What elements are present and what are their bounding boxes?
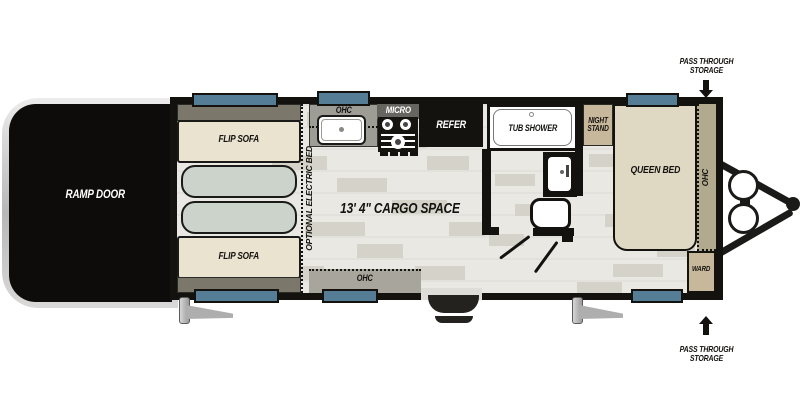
arrow-up-icon <box>703 323 709 335</box>
stabilizer-jack-foot <box>186 305 233 319</box>
kitchen-sink-basin <box>321 119 362 141</box>
propane-tank-icon <box>728 170 759 201</box>
refrigerator <box>419 97 483 147</box>
hitch-coupler-icon <box>786 197 800 211</box>
flip-sofa-top <box>177 120 301 163</box>
stove-icon <box>378 117 418 152</box>
faucet-icon <box>560 170 564 174</box>
flip-sofa-bottom-label: FLIP SOFA <box>218 250 260 262</box>
arrow-down-icon <box>703 80 709 91</box>
tub-shower-basin <box>493 109 572 146</box>
refer-label: REFER <box>436 119 466 132</box>
arrow-up-icon <box>699 316 713 324</box>
window <box>194 289 279 303</box>
bath-wall-left-foot <box>482 227 499 235</box>
window <box>626 93 679 107</box>
pass-through-storage-label-top: PASS THROUGH STORAGE <box>679 55 734 75</box>
propane-tank-icon <box>728 203 759 234</box>
ohc-bottom-label: OHC <box>357 273 373 284</box>
window <box>631 289 683 303</box>
electric-bed-divider <box>301 104 303 293</box>
arrow-down-icon <box>699 90 713 98</box>
bed-ohc-cabinet <box>697 104 716 251</box>
night-stand-label: NIGHT STAND <box>587 115 609 133</box>
faucet-icon <box>566 165 569 177</box>
flip-sofa-bottom <box>177 236 301 279</box>
tub-shower <box>487 104 578 151</box>
window <box>192 93 278 107</box>
faucet-icon <box>339 127 344 132</box>
drain-icon <box>529 112 534 117</box>
kitchen-ohc-label: OHC <box>335 105 352 116</box>
night-stand <box>583 104 613 146</box>
wardrobe-label: WARD <box>692 264 711 274</box>
tub-shower-label: TUB SHOWER <box>508 123 557 134</box>
micro-label: MICRO <box>385 105 411 117</box>
stabilizer-jack-foot <box>579 305 623 319</box>
ramp-door <box>9 104 172 302</box>
queen-bed <box>613 104 697 251</box>
wardrobe <box>687 251 716 293</box>
ramp-door-label: RAMP DOOR <box>65 186 125 201</box>
pass-through-storage-label-bottom: PASS THROUGH STORAGE <box>679 343 734 363</box>
bath-wall-stub <box>562 228 573 242</box>
bed-ohc-label: OHC <box>701 168 711 187</box>
dinette-cushion <box>181 165 297 198</box>
queen-bed-label: QUEEN BED <box>630 164 680 177</box>
bath-sink <box>548 157 571 191</box>
entry-step <box>428 295 479 313</box>
bath-wall-toilet <box>533 228 574 236</box>
micro-cabinet <box>377 104 419 119</box>
flip-sofa-top-label: FLIP SOFA <box>218 133 260 145</box>
dinette-cushion <box>181 201 297 234</box>
bath-wall-left <box>482 149 491 235</box>
toilet-icon <box>530 198 571 230</box>
cargo-space-label: 13' 4" CARGO SPACE <box>340 201 460 218</box>
entry-step-lower <box>435 316 473 323</box>
stove-front-dashes <box>380 152 418 156</box>
bath-wall-right <box>575 104 583 196</box>
window <box>322 289 378 303</box>
window <box>317 91 370 106</box>
